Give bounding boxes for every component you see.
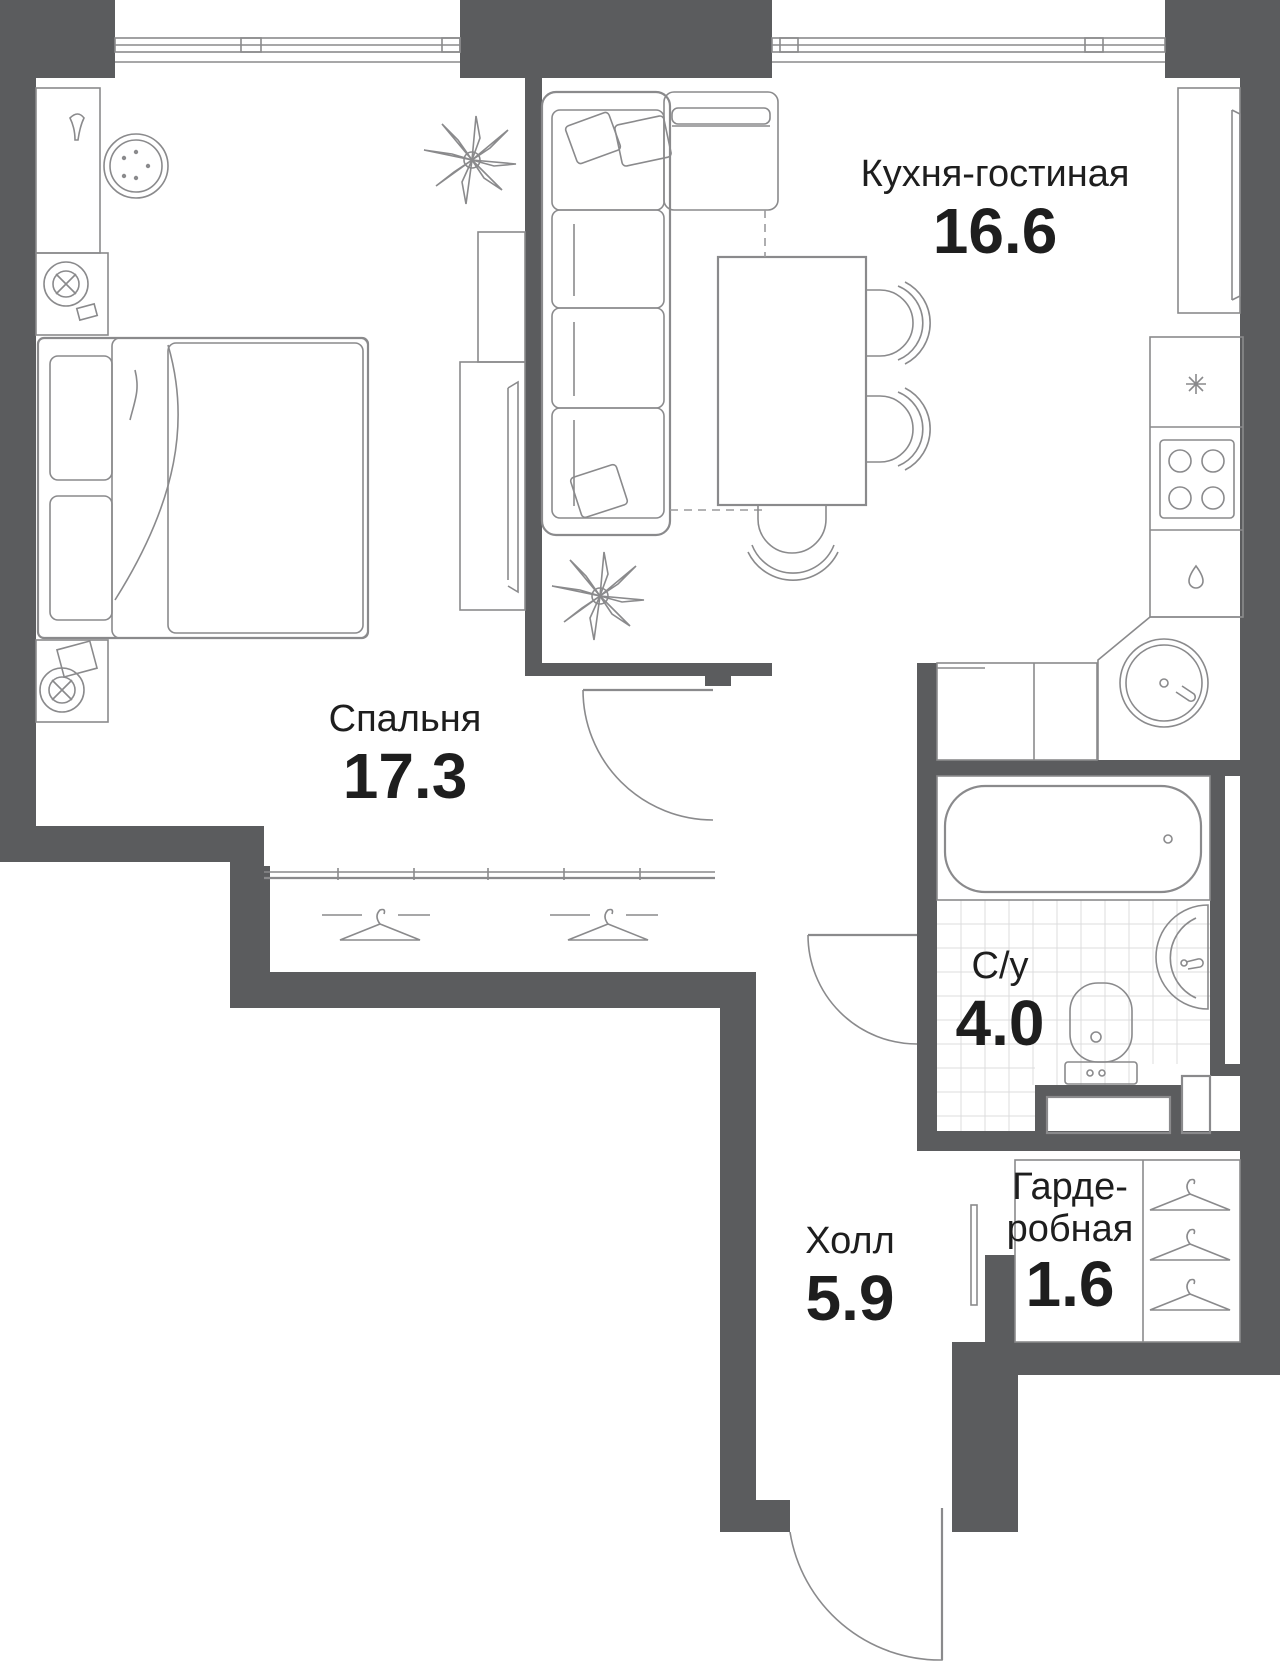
doors [582, 688, 978, 1661]
sofa [540, 90, 779, 537]
room-area-wardrobe: 1.6 [1025, 1248, 1115, 1320]
nightstands [35, 87, 169, 723]
room-name-wardrobe-line2: робная [1006, 1208, 1134, 1250]
walls [0, 0, 1280, 1532]
living-plant [551, 551, 645, 641]
toilet [1064, 982, 1138, 1085]
water-drop-icon [1188, 564, 1204, 589]
room-area-bathroom: 4.0 [955, 987, 1045, 1059]
kitchen-counter [936, 336, 1244, 761]
room-label-bedroom: Спальня 17.3 [280, 700, 530, 808]
bedroom-closet [264, 868, 715, 941]
room-label-living: Кухня-гостиная 16.6 [830, 155, 1160, 263]
room-name-bathroom: С/у [971, 945, 1029, 987]
bathtub [936, 775, 1211, 901]
wardrobe-door [970, 1204, 978, 1306]
room-name-hall: Холл [805, 1220, 895, 1262]
entrance-door [789, 1508, 943, 1661]
cooktop [1159, 439, 1235, 519]
bed [36, 336, 370, 640]
room-label-hall: Холл 5.9 [780, 1222, 920, 1330]
shaft-boxes [1045, 1074, 1212, 1135]
bathroom-tiles [937, 900, 1210, 1131]
bathroom-door [807, 934, 918, 1045]
room-name-wardrobe-line1: Гарде- [1012, 1166, 1128, 1208]
room-label-bathroom: С/у 4.0 [930, 947, 1070, 1055]
dining-table [670, 210, 931, 582]
bathroom-sink [1155, 904, 1209, 1010]
bedroom-desk [459, 231, 526, 611]
bedroom-door [582, 689, 714, 821]
room-name-bedroom: Спальня [328, 698, 482, 740]
bedroom-plant [423, 115, 517, 205]
snowflake-icon [1186, 374, 1206, 394]
room-area-bedroom: 17.3 [342, 740, 468, 812]
wardrobe-rack [1014, 1159, 1241, 1343]
room-name-living: Кухня-гостиная [860, 153, 1130, 195]
windows [114, 37, 1166, 63]
wall-cabinet [1177, 87, 1241, 314]
room-area-living: 16.6 [932, 195, 1058, 267]
room-area-hall: 5.9 [805, 1262, 895, 1334]
chair-right-1 [865, 281, 931, 365]
chair-right-2 [865, 387, 931, 471]
chair-bottom [747, 504, 839, 582]
room-label-wardrobe: Гарде- робная 1.6 [990, 1168, 1150, 1316]
